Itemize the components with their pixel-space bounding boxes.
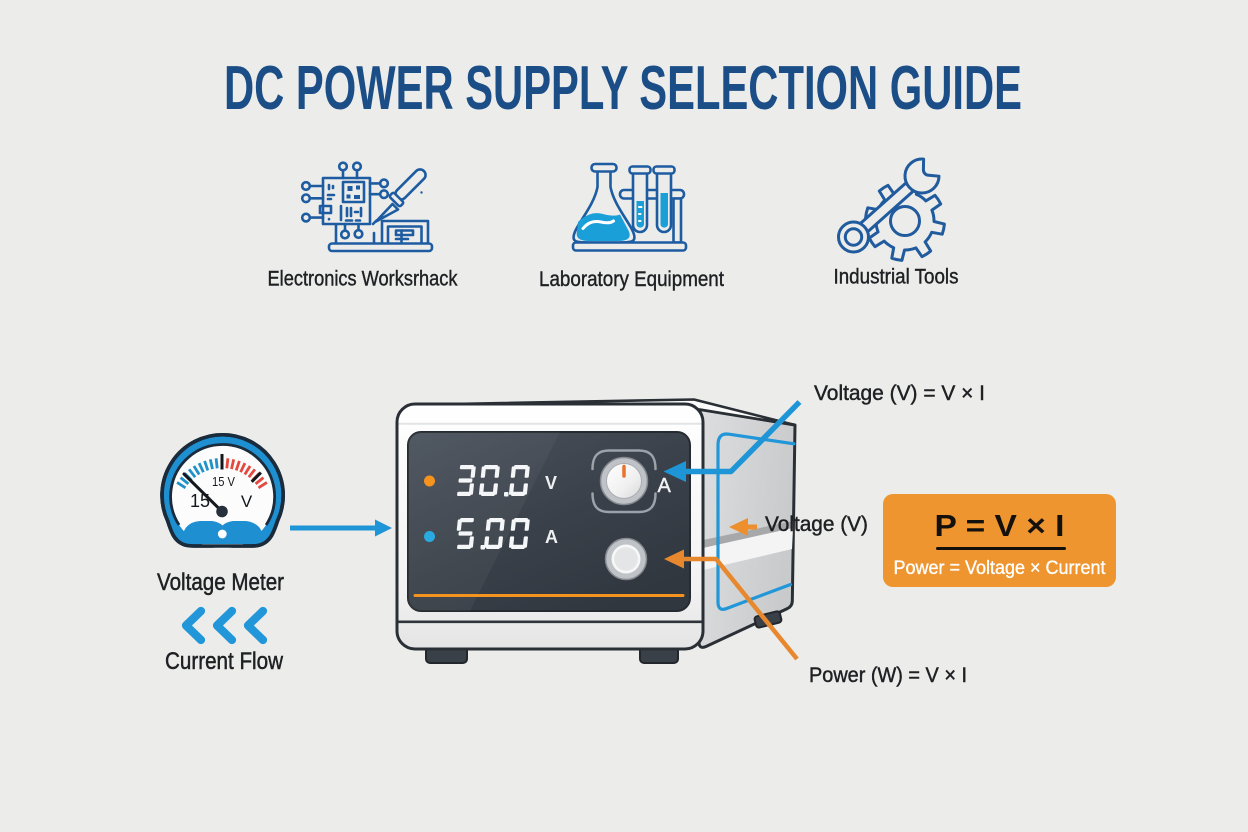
- svg-text:Laboratory Equipment: Laboratory Equipment: [539, 268, 724, 291]
- svg-text:Electronics Worksrhack: Electronics Worksrhack: [268, 268, 458, 291]
- svg-text:15: 15: [190, 491, 210, 511]
- svg-text:A: A: [545, 527, 558, 547]
- svg-text:V: V: [545, 473, 557, 493]
- svg-text:V: V: [241, 492, 253, 511]
- svg-text:DC POWER SUPPLY SELECTION GUID: DC POWER SUPPLY SELECTION GUIDE: [224, 54, 1022, 123]
- svg-text:Voltage (V): Voltage (V): [765, 513, 868, 536]
- svg-text:Voltage Meter: Voltage Meter: [157, 569, 284, 596]
- svg-text:15 V: 15 V: [212, 474, 235, 489]
- svg-text:Power = Voltage × Current: Power = Voltage × Current: [894, 558, 1107, 579]
- svg-text:Power (W) = V × I: Power (W) = V × I: [809, 664, 967, 687]
- svg-text:Industrial Tools: Industrial Tools: [834, 266, 959, 289]
- svg-text:Voltage (V) = V × I: Voltage (V) = V × I: [814, 382, 985, 405]
- svg-text:A: A: [658, 475, 672, 497]
- svg-text:Current Flow: Current Flow: [165, 648, 284, 675]
- svg-text:P = V × I: P = V × I: [935, 508, 1065, 543]
